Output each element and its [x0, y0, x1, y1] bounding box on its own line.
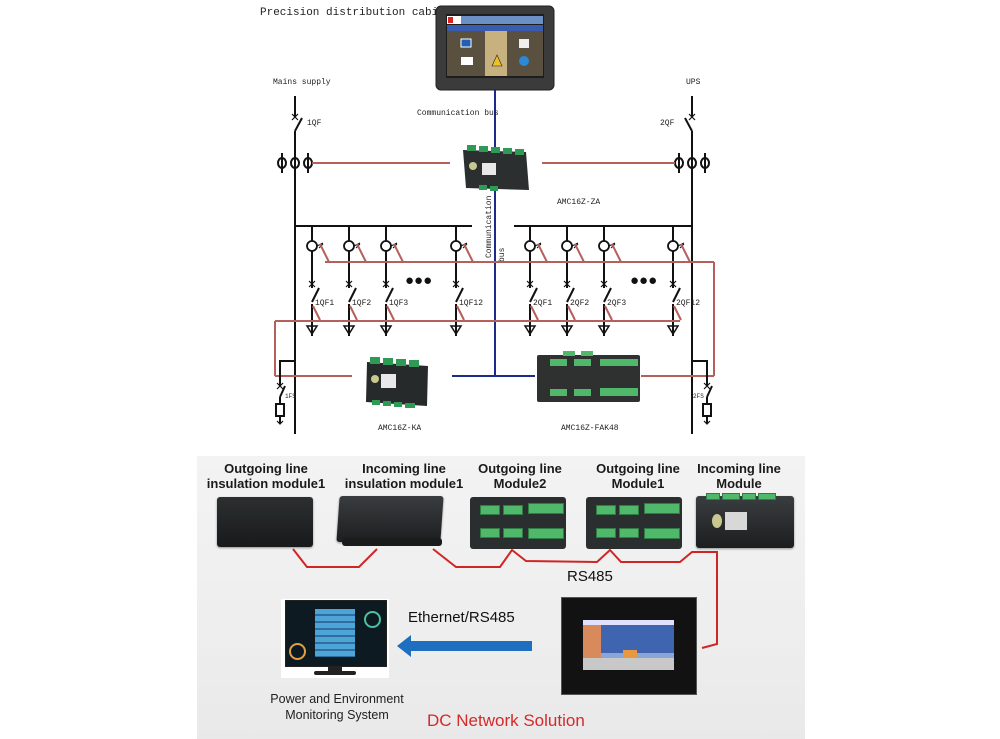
amc16z-ka-module [366, 357, 428, 408]
current-transformers-right [674, 153, 710, 173]
distribution-schematic: Precision distribution cabinet Communica… [260, 5, 715, 434]
module-title-outgoing-module-1: Outgoing line Module1 [596, 461, 680, 491]
branch-breaker-label: 2QF2 [570, 299, 589, 308]
surge-protector-2fs [692, 360, 713, 425]
branch-2qf2: 2QF2 [560, 226, 589, 336]
svg-text:bus: bus [498, 247, 507, 262]
module-title-outgoing-module-2: Outgoing line Module2 [478, 461, 562, 491]
ups-label: UPS [686, 78, 701, 87]
branch-1qf1: 1QF1 [305, 226, 334, 336]
surge-2fs-label: 2FS [693, 393, 704, 400]
branch-breaker-label: 1QF3 [389, 299, 408, 308]
module-title-incoming-insulation-1: Incoming line insulation module1 [344, 461, 464, 491]
incoming-module-image [696, 493, 794, 548]
signal-loops [274, 261, 715, 377]
amc16z-za-module [463, 145, 529, 191]
branch-feeders: 1QF1 1QF2 1QF3 1QF12 2QF1 2QF2 2QF3 2QF12 [305, 226, 700, 336]
branch-breaker-label: 2QF3 [607, 299, 626, 308]
outgoing-module-2-image [470, 497, 566, 549]
amc16z-fak48-label: AMC16Z-FAK48 [561, 424, 619, 433]
amc16z-ka-label: AMC16Z-KA [378, 424, 421, 433]
monitoring-system-caption: Power and Environment Monitoring System [270, 692, 404, 722]
surge-1fs-label: 1FS [285, 393, 296, 400]
rs485-chain [292, 548, 718, 649]
module-title-outgoing-insulation-1: Outgoing line insulation module1 [206, 461, 326, 491]
branch-breaker-label: 2QF12 [676, 299, 700, 308]
branch-1qf12: 1QF12 [449, 226, 483, 336]
communication-bus-vertical-label: Communication [485, 195, 494, 258]
ellipsis-right: ●●● [630, 272, 657, 289]
display-panel [435, 5, 555, 91]
branch-breaker-label: 1QF12 [459, 299, 483, 308]
branch-2qf12: 2QF12 [666, 226, 700, 336]
rs485-label: RS485 [567, 568, 613, 585]
breaker-1qf-label: 1QF [307, 119, 322, 128]
amc16z-za-label: AMC16Z-ZA [557, 198, 600, 207]
dc-network-panel: Outgoing line insulation module1 Incomin… [197, 456, 805, 739]
cabinet-title: Precision distribution cabinet [260, 7, 458, 19]
ethernet-rs485-label: Ethernet/RS485 [408, 609, 515, 626]
breaker-2qf-label: 2QF [660, 119, 675, 128]
branch-breaker-label: 2QF1 [533, 299, 552, 308]
monitoring-system-monitor [281, 599, 389, 678]
left-main-feeder [291, 96, 472, 434]
ethernet-arrow-icon [397, 635, 532, 657]
branch-breaker-label: 1QF2 [352, 299, 371, 308]
mains-supply-label: Mains supply [273, 78, 331, 87]
ellipsis-left: ●●● [405, 272, 432, 289]
branch-1qf3: 1QF3 [379, 226, 408, 336]
branch-2qf3: 2QF3 [597, 226, 626, 336]
touch-display-unit [561, 597, 697, 695]
surge-protector-1fs [275, 360, 295, 425]
outgoing-insulation-module-1-image [217, 497, 313, 547]
branch-2qf1: 2QF1 [523, 226, 552, 336]
communication-bus-label: Communication bus [417, 109, 499, 118]
branch-1qf2: 1QF2 [342, 226, 371, 336]
amc16z-fak48-module [537, 351, 640, 402]
outgoing-module-1-image [586, 497, 682, 549]
module-title-incoming-module: Incoming line Module [697, 461, 781, 491]
branch-breaker-label: 1QF1 [315, 299, 334, 308]
dc-network-solution-title: DC Network Solution [427, 711, 585, 730]
